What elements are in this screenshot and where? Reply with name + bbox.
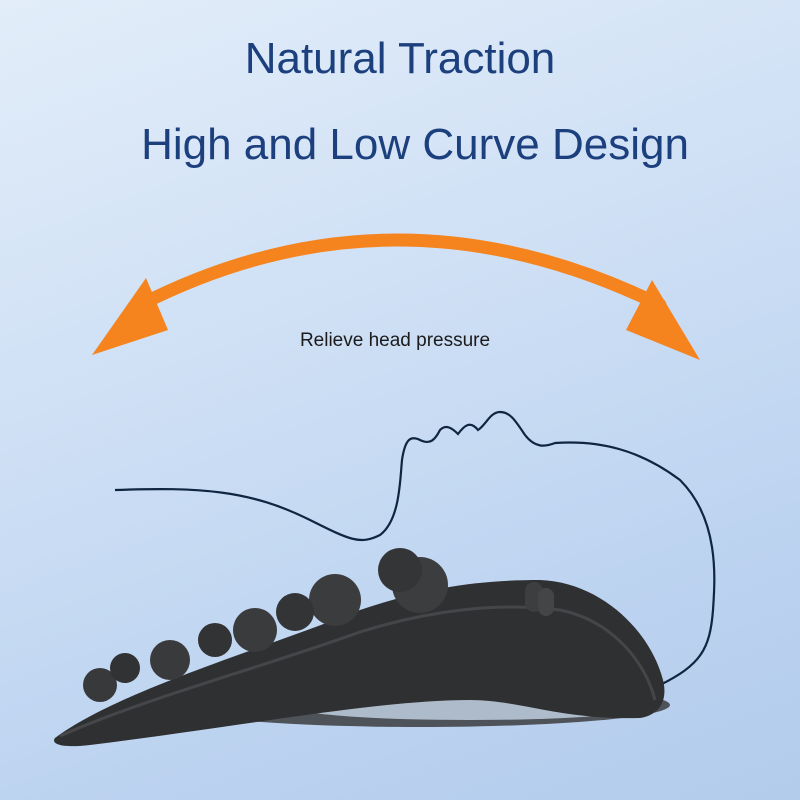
headline-natural-traction: Natural Traction <box>244 34 556 83</box>
head-profile-outline <box>114 410 716 686</box>
headline-curve-design: High and Low Curve Design <box>141 120 689 169</box>
caption-relieve-head-pressure: Relieve head pressure <box>299 330 491 351</box>
neck-stretcher-pillow <box>54 548 665 747</box>
double-headed-curved-arrow-icon <box>92 233 700 360</box>
